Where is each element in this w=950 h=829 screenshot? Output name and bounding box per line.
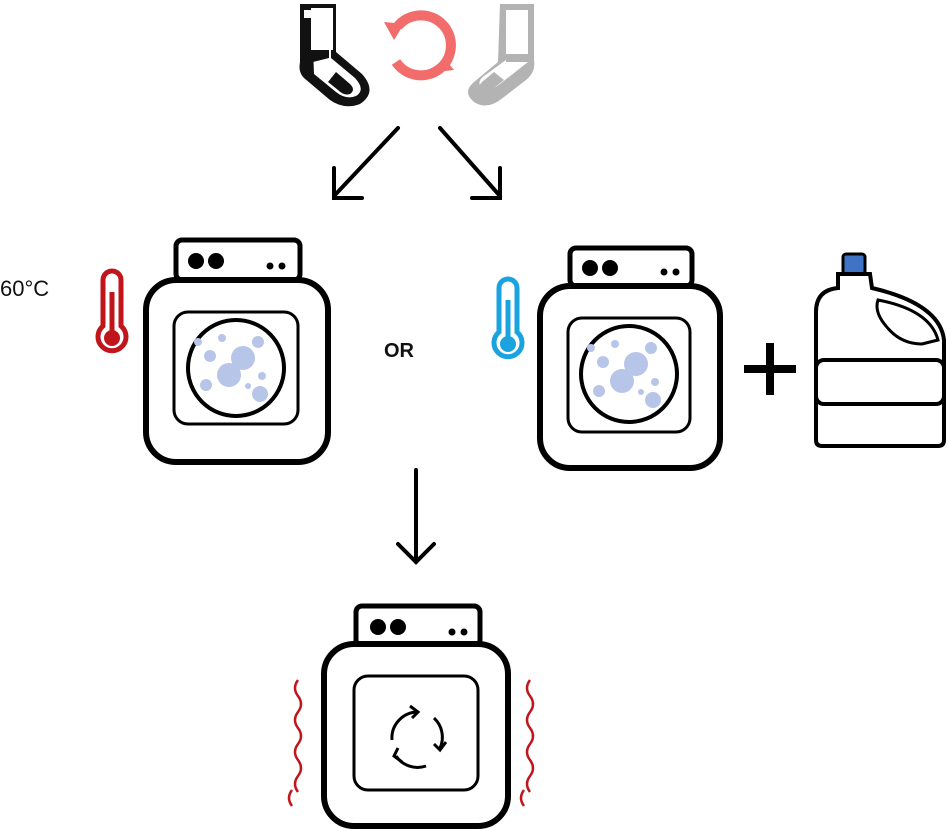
branch-arrow-right (438, 126, 502, 200)
grey-sock-icon (468, 4, 535, 106)
or-label: OR (384, 340, 414, 362)
plus-icon (744, 343, 796, 395)
black-sock-icon (299, 4, 370, 107)
bubbles (194, 334, 268, 402)
washing-machine-hot (143, 237, 331, 465)
bubbles (587, 340, 661, 408)
bleach-bottle-icon (814, 252, 946, 448)
down-arrow (396, 468, 436, 565)
hot-thermometer-icon (95, 268, 129, 354)
temperature-label: 60°C (0, 276, 50, 301)
rotate-arrows-icon (390, 704, 448, 769)
recycle-arrow-icon (384, 10, 456, 81)
tumble-dryer-icon (321, 603, 511, 829)
branch-arrow-left (332, 126, 400, 200)
heat-wave-icon (287, 679, 535, 807)
washing-machine-cold (537, 245, 723, 471)
cold-thermometer-icon (491, 276, 525, 360)
